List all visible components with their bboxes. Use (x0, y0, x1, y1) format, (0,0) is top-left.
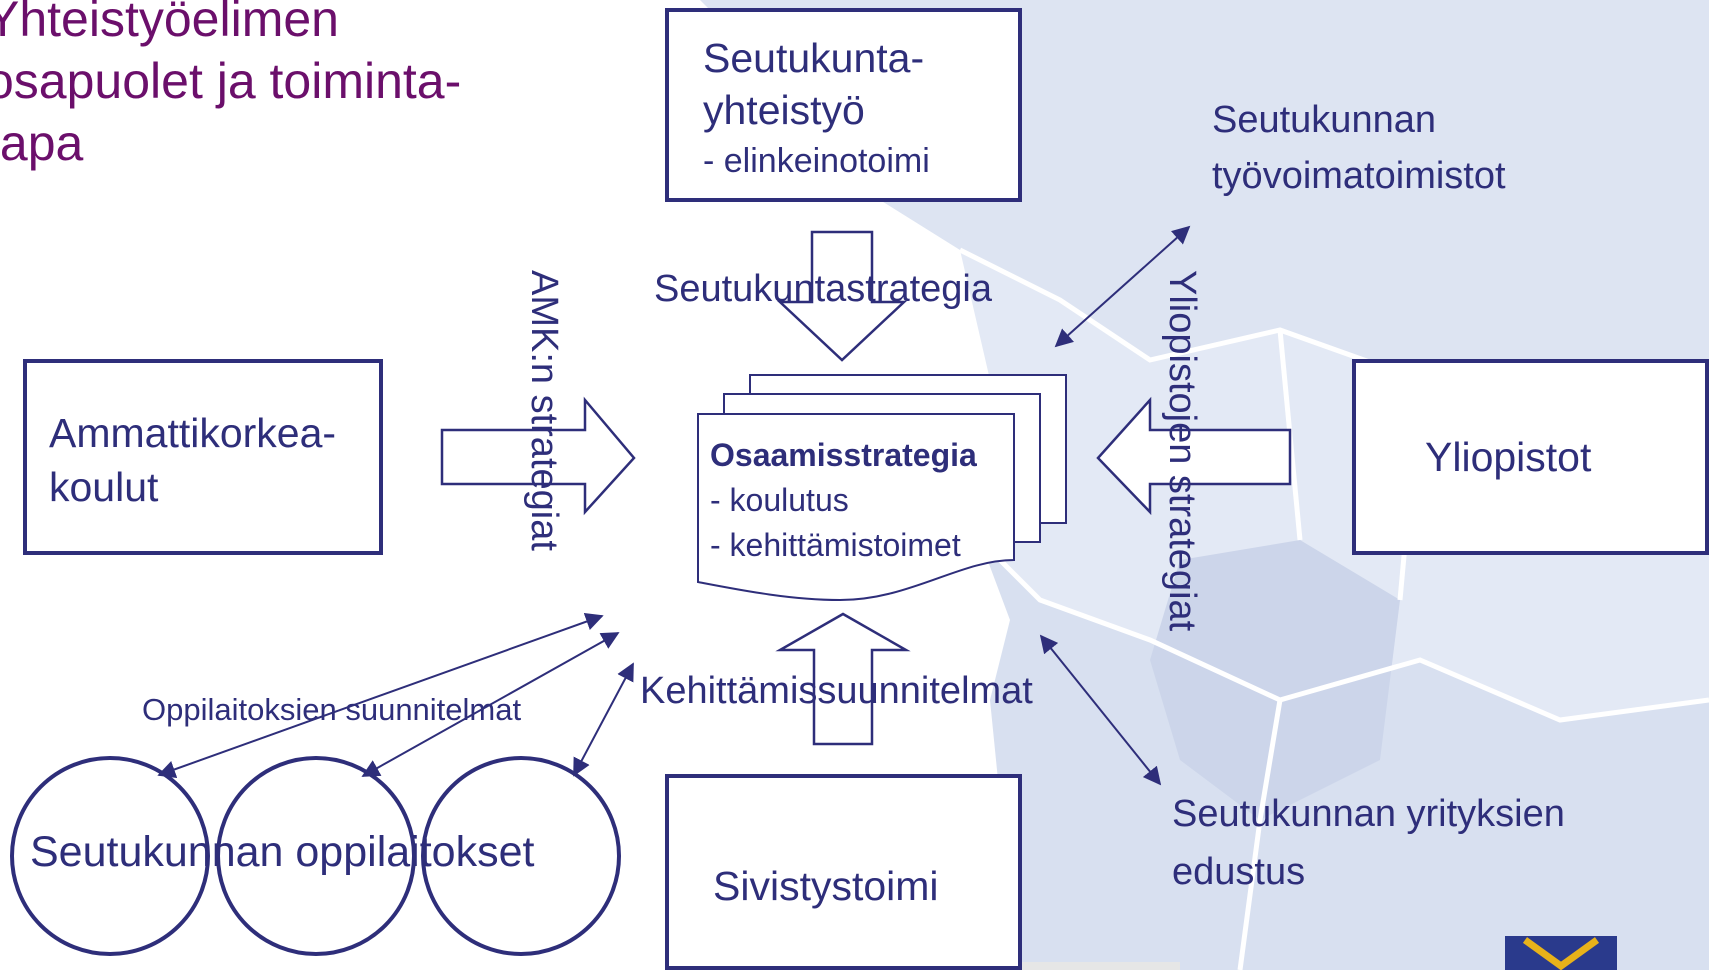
link-oppilaitos-2 (361, 632, 620, 777)
tyovoima-line: työvoimatoimistot (1212, 155, 1506, 197)
label-yliopistojen-strategiat: Yliopistojen strategiat (1161, 270, 1203, 632)
link-yritykset (1039, 634, 1162, 786)
arrow-right-amk (440, 396, 636, 516)
label-kehittamissuunnitelmat: Kehittämissuunnitelmat (640, 670, 1033, 712)
box-seutukuntayhteistyo: Seutukunta- yhteistyö - elinkeinotoimi (665, 8, 1022, 202)
arrow-down-seutukunta (776, 230, 908, 362)
yritykset-line: edustus (1172, 851, 1306, 893)
seutukunta-line-2: yhteistyö (703, 87, 865, 133)
logo-bottom-mark (950, 962, 1180, 970)
label-seutukunnan-oppilaitokset: Seutukunnan oppilaitokset (30, 828, 535, 876)
amk-line-2: koulut (49, 464, 159, 510)
label-tyovoimatoimistot: Seutukunnan työvoimatoimistot (1212, 92, 1506, 204)
box-sivistystoimi: Sivistystoimi (665, 774, 1022, 970)
title-line: tapa (0, 115, 84, 171)
yliopistot-label: Yliopistot (1425, 434, 1592, 480)
title-line: osapuolet ja toiminta- (0, 53, 462, 109)
arrow-up-kehittamis (775, 612, 911, 746)
oppilaitos-circle-1 (10, 756, 210, 956)
logo-chevron (1522, 937, 1600, 970)
sivistystoimi-label: Sivistystoimi (713, 863, 939, 909)
document-title: Osaamisstrategia (710, 437, 977, 473)
label-amk-strategiat: AMK:n strategiat (523, 270, 565, 551)
document-page-front (697, 413, 1015, 602)
slide-title: Yhteistyöelimen osapuolet ja toiminta- t… (0, 0, 461, 174)
tyovoima-line: Seutukunnan (1212, 99, 1436, 141)
label-yritysten-edustus: Seutukunnan yrityksien edustus (1172, 785, 1565, 901)
arrow-left-yliopistot (1096, 396, 1292, 516)
logo (950, 936, 1617, 970)
seutukunta-line-1: Seutukunta- (703, 35, 925, 81)
link-oppilaitos-3 (573, 662, 634, 777)
box-ammattikorkeakoulut: Ammattikorkea- koulut (23, 359, 383, 555)
oppilaitos-circle-2 (216, 756, 416, 956)
document-item: - koulutus (710, 482, 849, 518)
label-seutukuntastrategia: Seutukuntastrategia (654, 268, 993, 310)
title-line: Yhteistyöelimen (0, 0, 339, 47)
document-text: Osaamisstrategia - koulutus - kehittämis… (710, 433, 977, 568)
oppilaitos-circle-3 (421, 756, 621, 956)
link-tyovoima (1054, 225, 1191, 348)
yritykset-line: Seutukunnan yrityksien (1172, 793, 1565, 835)
amk-line-1: Ammattikorkea- (49, 410, 337, 456)
document-item: - kehittämistoimet (710, 527, 961, 563)
label-oppilaitoksien-suunnitelmat: Oppilaitoksien suunnitelmat (142, 692, 522, 727)
map-region-middle (960, 250, 1709, 720)
document-stack (697, 374, 1067, 602)
seutukunta-line-3: - elinkeinotoimi (703, 142, 930, 180)
map-border (1237, 699, 1283, 970)
box-yliopistot: Yliopistot (1352, 359, 1709, 555)
map-region-inner (1150, 540, 1400, 820)
